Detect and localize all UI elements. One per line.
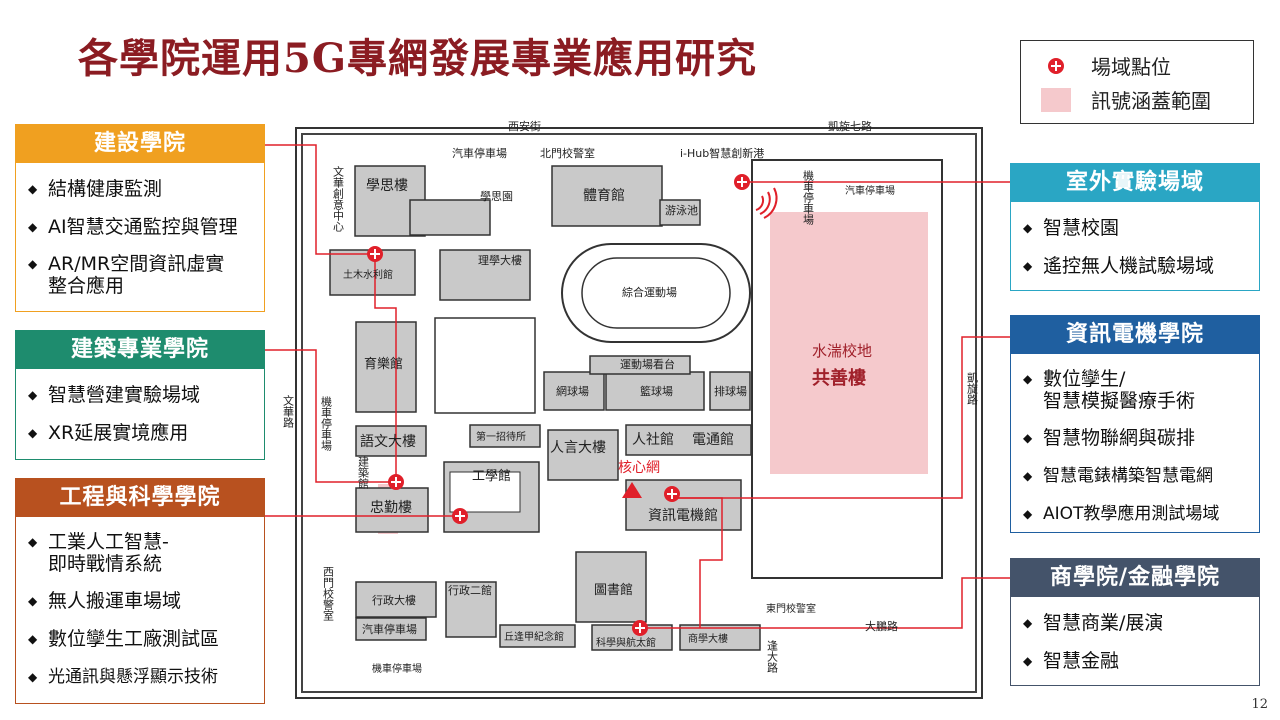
list-item: 結構健康監測 <box>16 177 264 201</box>
page-title: 各學院運用5G專網發展專業應用研究 <box>78 35 757 82</box>
core-network-triangle <box>622 482 642 498</box>
legend-coverage-label: 訊號涵蓋範圍 <box>1091 89 1211 113</box>
bldg-west-police: 西門校警室 <box>322 566 335 621</box>
bldg-north-police: 北門校警室 <box>540 146 595 160</box>
legend: 場域點位 訊號涵蓋範圍 <box>1020 40 1254 124</box>
bldg-admin2: 行政二館 <box>448 583 492 597</box>
site-pin-icon <box>1041 56 1071 76</box>
list-item-line: AR/MR空間資訊虛實 <box>48 253 225 275</box>
site-pins <box>367 174 750 636</box>
coverage-swatch <box>1041 87 1071 112</box>
list-item: 智慧金融 <box>1011 649 1259 673</box>
list-item: XR延展實境應用 <box>16 421 264 445</box>
bldg-dianxin: 電通館 <box>692 431 734 448</box>
college-eecs-header: 資訊電機學院 <box>1011 316 1259 354</box>
list-item-line: 整合應用 <box>48 275 125 297</box>
bldg-gongshan: 共善樓 <box>812 367 866 389</box>
bldg-tiyu: 體育館 <box>583 187 625 204</box>
legend-site-label: 場域點位 <box>1091 55 1171 79</box>
college-outdoor: 室外實驗場域 智慧校園 遙控無人機試驗場域 <box>1010 163 1260 291</box>
bldg-business: 商學大樓 <box>688 632 728 645</box>
bldg-qiujia: 丘逢甲紀念館 <box>504 630 564 643</box>
list-item: AR/MR空間資訊虛實 整合應用 <box>16 253 264 297</box>
list-item-line: 即時戰情系統 <box>48 553 163 575</box>
bldg-ihub: i-Hub智慧創新港 <box>680 146 764 160</box>
bldg-jianzhu: 建築館 <box>357 455 370 490</box>
bldg-badminton: 排球場 <box>714 384 747 398</box>
list-item: 數位孿生/ 智慧模擬醫療手術 <box>1011 368 1259 412</box>
legend-coverage-row: 訊號涵蓋範圍 <box>1041 85 1211 114</box>
bldg-car-park-r: 汽車停車場 <box>845 184 895 197</box>
coverage-area-east <box>770 212 928 474</box>
road-dadeng: 大鵬路 <box>865 619 898 633</box>
road-wenhua: 文華路 <box>282 394 295 429</box>
bldg-admin: 行政大樓 <box>372 593 416 607</box>
bldg-sports-field: 綜合運動場 <box>622 285 677 299</box>
road-kaixuan7: 凱旋七路 <box>828 119 872 133</box>
bldg-car-park-n: 汽車停車場 <box>452 146 507 160</box>
bldg-volley: 網球場 <box>556 384 589 398</box>
list-item: 智慧營建實驗場域 <box>16 383 264 407</box>
college-eecs: 資訊電機學院 數位孿生/ 智慧模擬醫療手術 智慧物聯網與碳排 智慧電錶構築智慧電… <box>1010 315 1260 533</box>
college-engineering-header: 工程與科學學院 <box>16 479 264 517</box>
bldg-info-elec: 資訊電機館 <box>648 507 718 524</box>
list-item: 光通訊與懸浮顯示技術 <box>16 665 264 689</box>
list-item: AIOT教學應用測試場域 <box>1011 502 1259 526</box>
bldg-zhongqin: 忠勤樓 <box>370 500 412 516</box>
bldg-zhaodai: 第一招待所 <box>476 430 526 443</box>
bldg-civil: 土木水利館 <box>343 268 393 281</box>
bldg-core-net: 核心網 <box>618 460 660 476</box>
bldg-wenhua-center: 文華創意中心 <box>332 165 345 232</box>
bldg-chinese: 語文大樓 <box>360 434 416 450</box>
bldg-east-police: 東門校警室 <box>766 602 816 615</box>
bldg-library: 圖書館 <box>594 583 633 598</box>
list-item: 智慧校園 <box>1011 216 1259 240</box>
bldg-xuesi-yuan: 學思園 <box>480 190 513 203</box>
bldg-car-park-w: 汽車停車場 <box>362 622 417 636</box>
list-item: 智慧物聯網與碳排 <box>1011 426 1259 450</box>
bldg-bike-park-r: 機車停車場 <box>802 169 815 226</box>
list-item-line: 數位孿生/ <box>1043 368 1126 390</box>
page-number: 12 <box>1251 697 1268 712</box>
college-business-header: 商學院/金融學院 <box>1011 559 1259 597</box>
bldg-bike-park: 機車停車場 <box>372 662 422 675</box>
college-outdoor-header: 室外實驗場域 <box>1011 164 1259 202</box>
list-item-line: 工業人工智慧- <box>48 531 169 553</box>
bldg-yule: 育樂館 <box>364 356 403 372</box>
bldg-sci-aero: 科學與航太館 <box>596 636 656 649</box>
bldg-science: 理學大樓 <box>478 253 522 267</box>
bldg-sports-stand: 運動場看台 <box>620 357 675 371</box>
bldg-xuesi: 學思樓 <box>366 178 408 194</box>
list-item: 遙控無人機試驗場域 <box>1011 254 1259 278</box>
bldg-bike-park-s: 機車停車場 <box>320 395 333 452</box>
bldg-renyan: 人言大樓 <box>550 440 606 456</box>
road-kaixuan: 凱旋路 <box>966 372 979 406</box>
college-construction: 建設學院 結構健康監測 AI智慧交通監控與管理 AR/MR空間資訊虛實 整合應用 <box>15 124 265 312</box>
list-item: 數位孿生工廠測試區 <box>16 627 264 651</box>
list-item-line: 智慧模擬醫療手術 <box>1043 390 1196 412</box>
list-item: 智慧電錶構築智慧電網 <box>1011 464 1259 488</box>
college-architecture-header: 建築專業學院 <box>16 331 264 369</box>
list-item: 智慧商業/展演 <box>1011 611 1259 635</box>
college-construction-header: 建設學院 <box>16 125 264 163</box>
bldg-swim: 游泳池 <box>665 203 698 217</box>
list-item: AI智慧交通監控與管理 <box>16 215 264 239</box>
bldg-gongxue: 工學館 <box>472 469 511 484</box>
list-item: 無人搬運車場域 <box>16 589 264 613</box>
list-item: 工業人工智慧- 即時戰情系統 <box>16 531 264 575</box>
road-feng: 逢大路 <box>766 640 779 674</box>
college-engineering: 工程與科學學院 工業人工智慧- 即時戰情系統 無人搬運車場域 數位孿生工廠測試區… <box>15 478 265 704</box>
legend-site-row: 場域點位 <box>1041 51 1171 80</box>
bldg-basket: 籃球場 <box>640 384 673 398</box>
college-business: 商學院/金融學院 智慧商業/展演 智慧金融 <box>1010 558 1260 686</box>
bldg-water: 水湍校地 <box>812 342 872 360</box>
college-architecture: 建築專業學院 智慧營建實驗場域 XR延展實境應用 <box>15 330 265 460</box>
bldg-renshe: 人社館 <box>632 431 674 448</box>
road-xian: 西安街 <box>508 119 541 133</box>
